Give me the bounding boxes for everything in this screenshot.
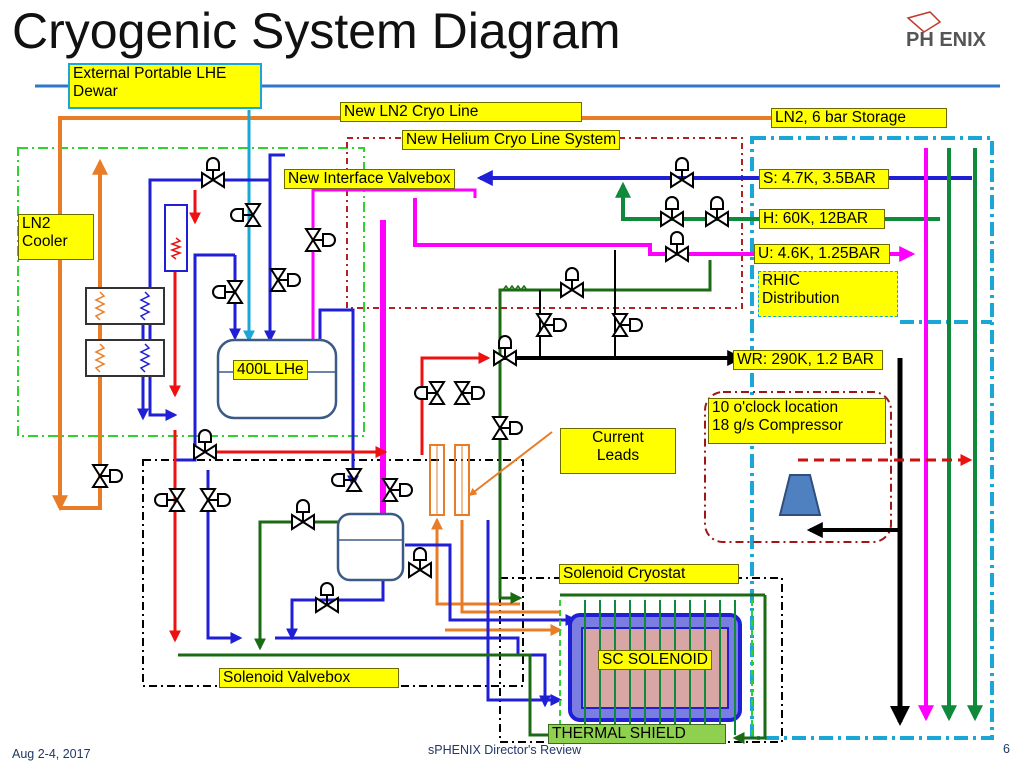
label-supply-s: S: 4.7K, 3.5BAR: [759, 169, 889, 189]
interface-hx: [164, 204, 188, 272]
footer-date: Aug 2-4, 2017: [12, 747, 91, 761]
label-external-dewar-line1: External Portable LHE: [73, 65, 227, 82]
current-leads-pointer: [468, 431, 553, 496]
label-solenoid-cryostat: Solenoid Cryostat: [559, 564, 739, 584]
label-current-leads-line2: Leads: [596, 446, 640, 464]
valvebox-blue-5: [486, 520, 563, 706]
footer-page-number: 6: [1003, 742, 1010, 756]
solenoid-valvebox-box: [142, 459, 524, 687]
ln2-cooler-hx: [85, 287, 165, 377]
label-400l-lhe: 400L LHe: [233, 360, 308, 380]
label-supply-u: U: 4.6K, 1.25BAR: [754, 244, 890, 264]
ln2-cooler-loop: [60, 158, 108, 510]
label-compressor: 10 o'clock location 18 g/s Compressor: [708, 398, 886, 444]
label-rhic-line2: Distribution: [762, 289, 840, 307]
label-ln2-storage: LN2, 6 bar Storage: [771, 108, 947, 128]
u-line-interface: [311, 188, 477, 410]
label-supply-h: H: 60K, 12BAR: [759, 209, 885, 229]
dark-green-feed: [498, 260, 712, 604]
red-line-leads: [420, 356, 465, 455]
ln2-leads-return: [460, 520, 560, 614]
label-external-dewar: External Portable LHE Dewar: [68, 63, 262, 109]
current-leads-symbol: [429, 444, 470, 516]
label-interface-valvebox: New Interface Valvebox: [284, 169, 455, 189]
footer-event: sPHENIX Director's Review: [428, 743, 582, 757]
valvebox-blue-4: [405, 543, 578, 626]
helium-dewar-left: [175, 253, 235, 462]
label-current-leads-line1: Current: [592, 429, 644, 446]
label-ln2-cooler-line1: LN2: [22, 215, 51, 232]
compressor-box: [704, 391, 892, 543]
label-thermal-shield: THERMAL SHIELD: [548, 724, 726, 744]
interface-hx-coil: [502, 284, 528, 292]
ln2-to-leads-line: [431, 517, 520, 606]
label-helium-cryo-line: New Helium Cryo Line System: [402, 130, 621, 150]
label-ln2-cooler-line2: Cooler: [22, 232, 68, 250]
label-return-wr: WR: 290K, 1.2 BAR: [733, 350, 883, 370]
label-solenoid-valvebox: Solenoid Valvebox: [219, 668, 399, 688]
ln2-cooler-box: [17, 147, 365, 437]
label-current-leads: Current Leads: [560, 428, 676, 474]
label-ln2-cryo-line: New LN2 Cryo Line: [340, 102, 582, 122]
u-supply-line: [413, 198, 912, 256]
label-compressor-line2: 18 g/s Compressor: [712, 416, 843, 434]
slide-title: Cryogenic System Diagram: [12, 3, 621, 59]
label-external-dewar-line2: Dewar: [73, 82, 118, 100]
label-sc-solenoid: SC SOLENOID: [598, 650, 712, 670]
label-rhic-line1: RHIC: [762, 272, 800, 289]
dark-green-cryostat: [732, 595, 767, 744]
helium-dewar-top: [264, 153, 285, 343]
label-ln2-cooler: LN2 Cooler: [18, 214, 94, 260]
logo-text: PH ENIX: [906, 29, 987, 51]
phase-separator-vessel: [336, 512, 405, 582]
dark-green-lower: [178, 653, 563, 741]
valvebox-blue-1: [206, 470, 243, 644]
solenoid-cryostat-box: [499, 577, 783, 743]
label-compressor-line1: 10 o'clock location: [712, 399, 839, 416]
compressor-symbol: [778, 474, 822, 516]
label-rhic-distribution: RHIC Distribution: [758, 271, 898, 317]
phenix-logo: PH ENIX: [906, 11, 987, 51]
